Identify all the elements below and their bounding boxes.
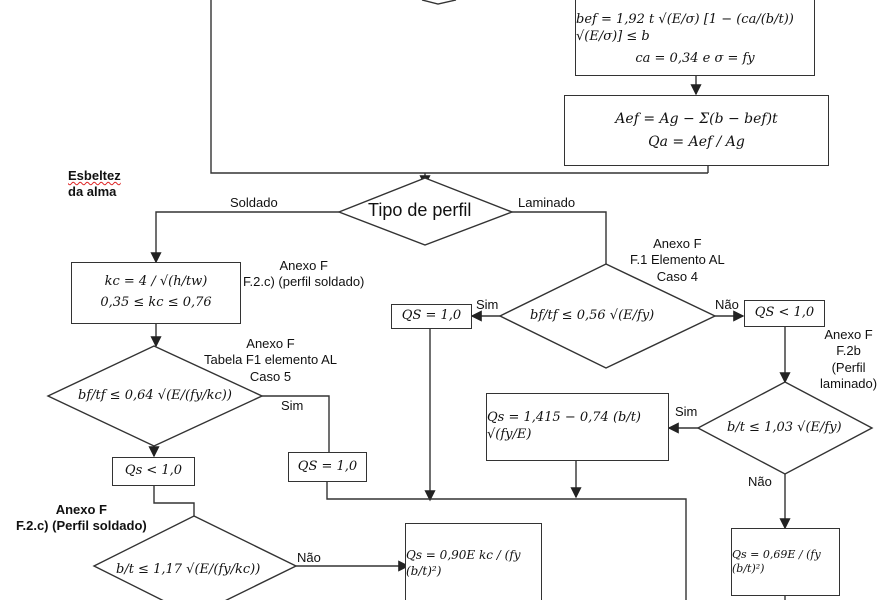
qs-less-one-text-right: QS < 1,0 (754, 305, 815, 321)
qs-090-formula-text: Qs = 0,90E kc / (fy (b/t)²) (406, 548, 521, 578)
decision-117-no: Não (297, 550, 321, 565)
aef-formula-box: Aef = Ag − Σ(b − bef)t Qa = Aef / Ag (564, 95, 829, 166)
qs-less-one-box-right: QS < 1,0 (744, 300, 825, 327)
qs-less-one-text-left: Qs < 1,0 (124, 463, 183, 479)
decision-064-yes: Sim (281, 398, 304, 413)
kc-formula-line2: 0,35 ≤ kc ≤ 0,76 (100, 295, 212, 310)
qs-less-one-box-left: Qs < 1,0 (112, 457, 195, 486)
kc-formula-box: kc = 4 / √(h/tw) 0,35 ≤ kc ≤ 0,76 (71, 262, 241, 324)
note-f2b-line2: F.2b (836, 343, 861, 359)
branch-laminado-label: Laminado (518, 195, 576, 210)
decision-056-no: Não (715, 297, 739, 312)
decision-056-shape (498, 263, 717, 369)
bef-formula-box: bef = 1,92 t √(E/σ) [1 − (ca/(b/t)) √(E/… (575, 0, 815, 76)
bef-formula-line1: bef = 1,92 t √(E/σ) [1 − (ca/(b/t)) √(E/… (576, 11, 794, 44)
note-tab-f1-line1: Anexo F (246, 336, 295, 351)
qs-1415-formula-text: Qs = 1,415 − 0,74 (b/t) √(fy/E) (487, 410, 642, 442)
note-f2c-bold-line1: Anexo F (55, 502, 108, 517)
aef-formula-line1: Aef = Ag − Σ(b − bef)t (615, 111, 778, 128)
decision-103-no: Não (748, 474, 772, 489)
top-diamond-fragment (421, 0, 457, 5)
note-f1-line2: F.1 Elemento AL (630, 252, 725, 268)
note-anexo-f2c-line2: F.2.c) (perfil soldado) (243, 274, 365, 290)
note-anexo-f2c-bold: Anexo F F.2.c) (Perfil soldado) (16, 502, 147, 535)
qs-090-formula-box: Qs = 0,90E kc / (fy (b/t)²) (405, 523, 542, 600)
bef-formula-line2: ca = 0,34 e σ = fy (635, 51, 755, 67)
kc-formula-line1: kc = 4 / √(h/tw) (104, 274, 208, 290)
qs-equals-one-box-top: QS = 1,0 (391, 304, 472, 329)
decision-117-shape (92, 515, 298, 600)
note-anexo-f2c-line1: Anexo F (279, 258, 328, 273)
decision-117-condition: b/t ≤ 1,17 √(E/(fy/kc)) (116, 562, 261, 577)
qs-equals-one-box-mid: QS = 1,0 (288, 452, 367, 482)
note-tab-f1-line2: Tabela F1 elemento AL (204, 352, 337, 368)
merge-line (210, 0, 708, 174)
decision-064-condition: bf/tf ≤ 0,64 √(E/(fy/kc)) (78, 388, 232, 403)
section-title: Esbeltez da alma (68, 168, 121, 201)
note-f2b-line1: Anexo F (824, 327, 873, 342)
qs-equals-one-text-mid: QS = 1,0 (297, 458, 358, 474)
branch-soldado-label: Soldado (230, 195, 278, 210)
qs-equals-one-text-top: QS = 1,0 (401, 308, 462, 324)
decision-056-condition: bf/tf ≤ 0,56 √(E/fy) (530, 308, 655, 323)
note-tab-f1-line3: Caso 5 (249, 368, 292, 384)
section-title-line2: da alma (68, 184, 117, 200)
qs-069-formula-text: Qs = 0,69E / (fy (b/t)²) (732, 547, 821, 575)
decision-103-yes: Sim (675, 404, 698, 419)
qa-formula-line2: Qa = Aef / Ag (648, 133, 745, 150)
note-f2c-bold-line2: F.2.c) (Perfil soldado) (16, 518, 147, 534)
decision-tipo-label: Tipo de perfil (368, 200, 472, 220)
note-anexo-f2c: Anexo F F.2.c) (perfil soldado) (243, 258, 364, 291)
note-anexo-f2b: Anexo F F.2b (Perfil laminado) (820, 327, 877, 392)
qs-1415-formula-box: Qs = 1,415 − 0,74 (b/t) √(fy/E) (486, 393, 669, 461)
note-anexo-f1-caso4: Anexo F F.1 Elemento AL Caso 4 (630, 236, 725, 285)
decision-056-yes: Sim (476, 297, 499, 312)
note-tabela-f1-caso5: Anexo F Tabela F1 elemento AL Caso 5 (204, 336, 337, 385)
decision-tipo-shape (337, 177, 514, 246)
qs-069-formula-box: Qs = 0,69E / (fy (b/t)²) (731, 528, 840, 596)
section-title-line1: Esbeltez (68, 168, 121, 183)
note-f2b-line4: laminado) (820, 375, 878, 391)
note-f1-line1: Anexo F (653, 236, 702, 251)
note-f2b-line3: (Perfil (831, 359, 866, 375)
decision-103-condition: b/t ≤ 1,03 √(E/fy) (727, 420, 842, 435)
note-f1-line3: Caso 4 (656, 268, 698, 284)
